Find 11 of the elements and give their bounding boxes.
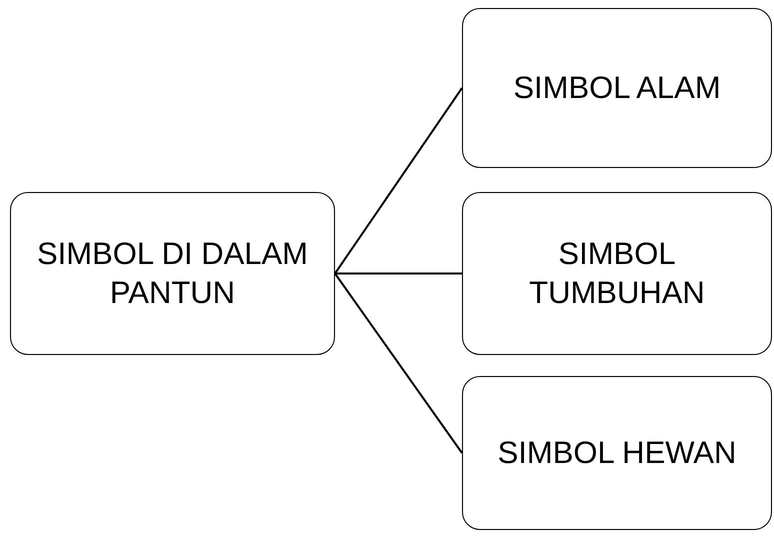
topic-text: SIMBOL DI DALAM PANTUN xyxy=(36,234,310,312)
connector-line xyxy=(335,272,462,274)
connector-line xyxy=(334,87,463,274)
connector-line xyxy=(334,272,463,454)
topic-text: SIMBOL ALAM xyxy=(513,68,721,107)
topic-text: SIMBOL TUMBUHAN xyxy=(528,234,706,312)
topic-box xyxy=(10,192,335,355)
topic-text: SIMBOL HEWAN xyxy=(498,434,736,472)
topic-box xyxy=(462,8,772,168)
topic-box xyxy=(462,192,772,355)
topic-box xyxy=(462,376,772,530)
